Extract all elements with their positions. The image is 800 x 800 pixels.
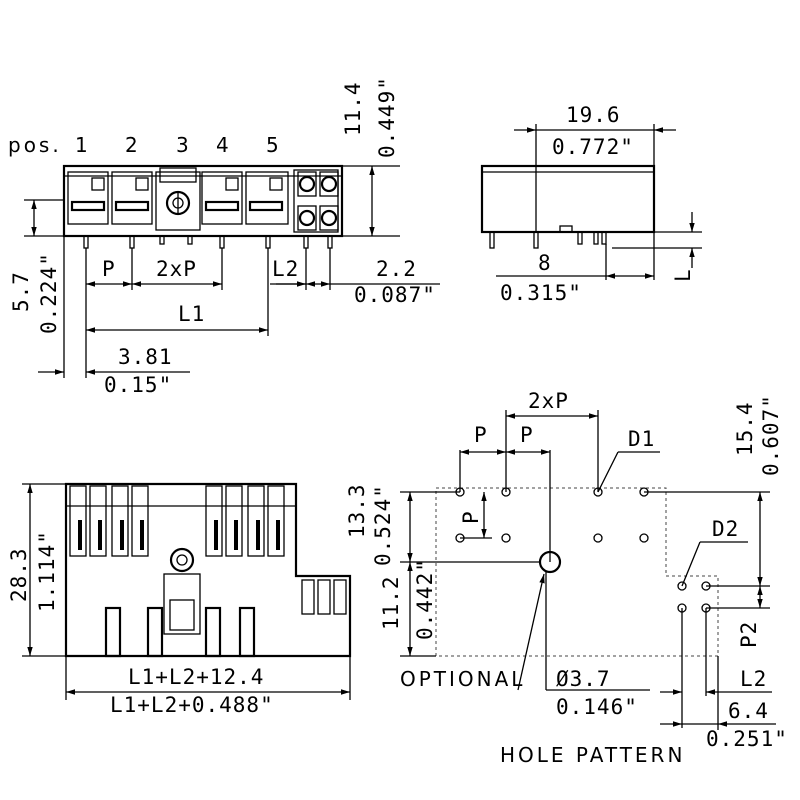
side-width-in: 0.772" [552,135,634,159]
diameter-mm: Ø3.7 [556,667,611,691]
front-pitch-label: P [102,257,116,281]
top-length-mm: L1+L2+12.4 [128,665,264,689]
hole-x-offset-mm: 6.4 [728,699,769,723]
top-height-mm: 28.3 [7,547,31,602]
position-1: 1 [75,133,91,157]
side-width-mm: 19.6 [566,103,621,127]
hole-pitch-label-1: P [474,423,488,447]
socket-2 [111,171,153,225]
position-2: 2 [125,133,141,157]
front-offset-mm: 2.2 [376,257,417,281]
front-housing [62,164,344,238]
pos-label: pos. [8,133,62,157]
side-housing [480,164,656,234]
hole-depth-in: 0.607" [759,394,783,476]
front-height-mm: 11.4 [341,81,365,136]
diameter-in: 0.146" [556,695,638,719]
front-double-pitch-label: 2xP [156,257,197,281]
d1-label: D1 [628,427,655,451]
position-5: 5 [266,133,282,157]
side-pin-length-label: L [671,268,695,282]
hole-depth-mm: 15.4 [733,401,757,456]
socket-1 [67,171,109,225]
hole-pattern: 2xP P P P D1 D2 15.4 0.607" P2 13.3 0.52 [345,389,788,767]
side-view: 19.6 0.772" 8 0.315" L [480,103,702,305]
top-height-in: 1.114" [35,530,59,612]
side-pin-offset-in: 0.315" [500,281,582,305]
d2-label: D2 [712,517,739,541]
front-offset-in: 0.087" [354,283,436,307]
front-height-in: 0.449" [375,76,399,158]
front-l2-label: L2 [272,257,299,281]
hole-l2-label: L2 [740,667,767,691]
row-mm: 13.3 [345,483,369,538]
side-pin-offset-mm: 8 [538,251,552,275]
top-length-in: L1+L2+0.488" [110,693,274,717]
top-slots [104,579,347,658]
top-fins [69,485,285,557]
row-in: 0.524" [371,484,395,566]
optional-label: OPTIONAL [400,667,525,691]
hole-double-pitch-label: 2xP [528,389,569,413]
hole-x-offset-in: 0.251" [706,727,788,751]
pin-length-in: 0.224" [37,252,61,334]
holes [455,487,711,613]
hole-offset-in: 0.442" [413,558,437,640]
front-edge-in: 0.15" [104,373,172,397]
top-screw [163,547,201,635]
auxiliary-contacts [293,169,339,233]
pin-length-mm: 5.7 [9,271,33,312]
hole-pattern-title: HOLE PATTERN [500,743,685,767]
position-4: 4 [216,133,232,157]
front-view: pos. 1 2 3 4 5 [8,76,440,397]
hole-vertical-pitch-label: P [459,510,483,524]
top-view: 28.3 1.114" L1+L2+12.4 L1+L2+0.488" [7,482,352,717]
socket-4 [201,171,243,225]
front-pins [83,235,333,249]
front-edge-mm: 3.81 [118,345,173,369]
front-l1-label: L1 [178,302,205,326]
optional-leader [517,573,545,691]
side-pins [489,231,607,249]
position-3: 3 [176,133,192,157]
top-housing [64,482,352,658]
hole-pitch-label-2: P [520,423,534,447]
socket-3-screw [155,167,201,231]
hole-offset-mm: 11.2 [379,575,403,630]
socket-5 [245,171,289,225]
p2-label: P2 [737,621,761,648]
